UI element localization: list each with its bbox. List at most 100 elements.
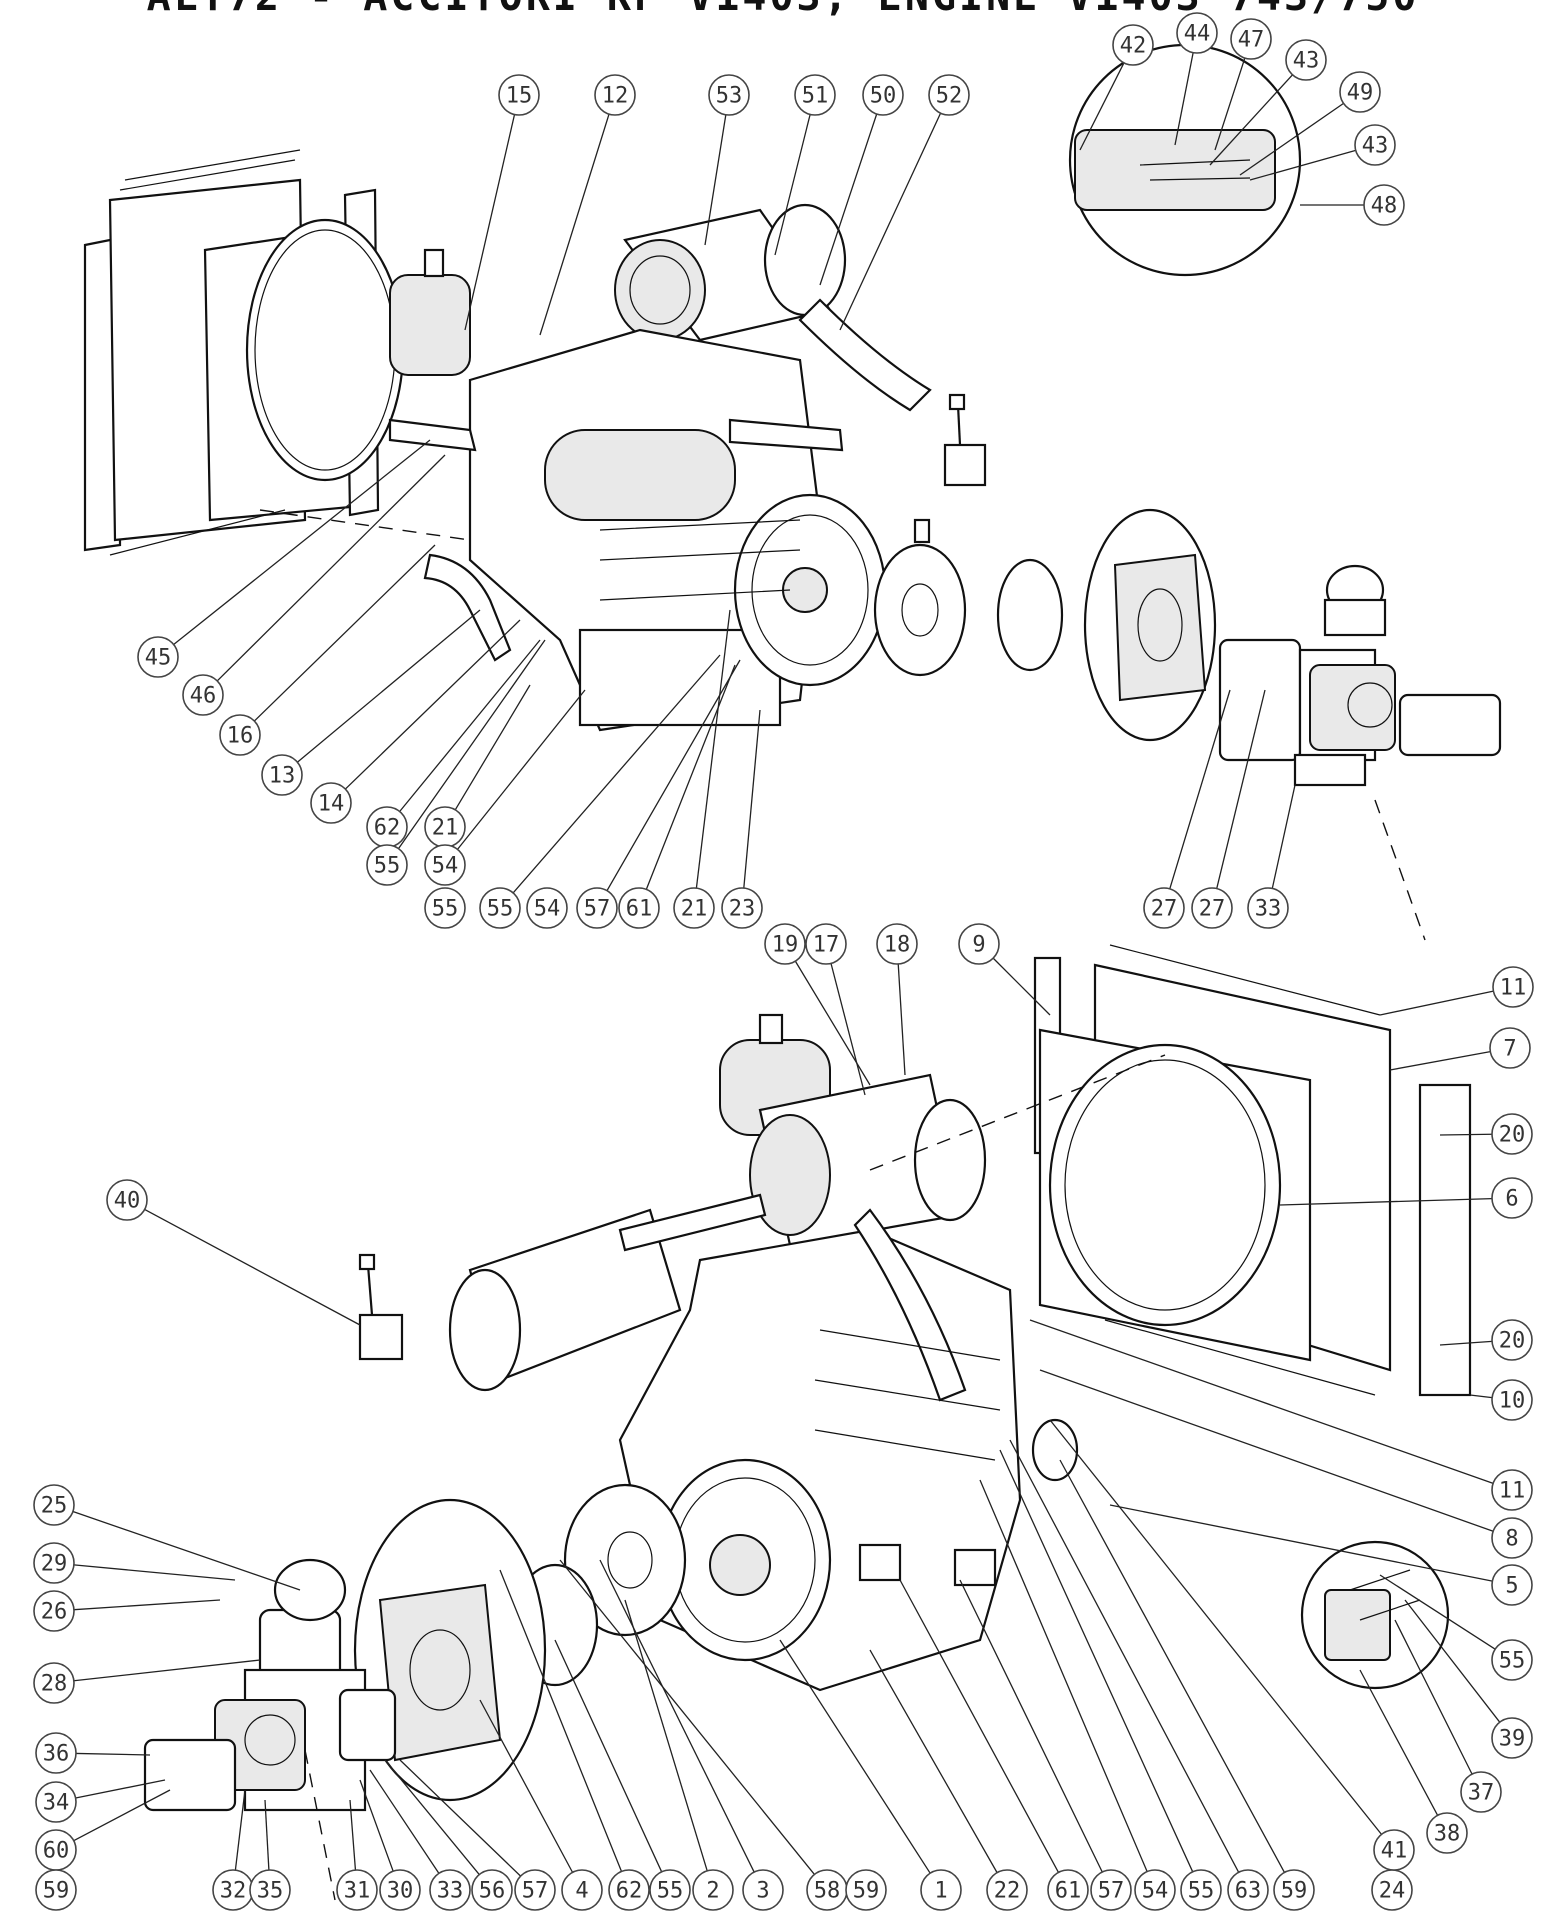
bottom-muffler: [448, 1193, 767, 1392]
callout-circle: [618, 887, 660, 929]
leader-line: [344, 619, 521, 790]
leader-line: [399, 1759, 522, 1877]
leader-line: [1109, 1504, 1493, 1582]
callout-3: 3: [742, 1869, 784, 1911]
leader-line: [72, 1510, 301, 1591]
leader-line: [1279, 1197, 1493, 1206]
leader-line: [1271, 784, 1296, 889]
leader-line: [399, 639, 541, 812]
callout-circle: [1489, 1027, 1531, 1069]
leader-line: [979, 1479, 1148, 1872]
callout-number: 51: [802, 84, 829, 109]
callout-62: 62: [608, 1869, 650, 1911]
callout-58: 58: [806, 1869, 848, 1911]
callout-number: 1: [934, 1879, 947, 1904]
leader-line: [743, 709, 761, 889]
callout-number: 63: [1235, 1879, 1262, 1904]
callout-circle: [1134, 1869, 1176, 1911]
callout-29: 29: [33, 1542, 75, 1584]
callout-number: 45: [145, 646, 172, 671]
leader-line: [397, 639, 546, 850]
callout-57: 57: [1090, 1869, 1132, 1911]
callout-circle: [742, 1869, 784, 1911]
callout-number: 11: [1500, 976, 1527, 1001]
callout-number: 22: [994, 1879, 1021, 1904]
leader-line: [830, 963, 866, 1096]
callout-15: 15: [498, 74, 540, 116]
callout-number: 55: [487, 897, 514, 922]
leader-line: [1059, 1459, 1286, 1873]
callout-circle: [692, 1869, 734, 1911]
callout-57: 57: [514, 1869, 556, 1911]
leader-line: [999, 1449, 1194, 1873]
bottom-coupling-parts: [353, 1483, 687, 1802]
callout-number: 38: [1434, 1822, 1461, 1847]
callout-6: 6: [1491, 1177, 1533, 1219]
leader-line: [1359, 1669, 1439, 1816]
callout-number: 52: [936, 84, 963, 109]
leader-line: [554, 1639, 663, 1873]
callout-1: 1: [920, 1869, 962, 1911]
callout-40: 40: [106, 1179, 148, 1221]
callout-number: 7: [1503, 1037, 1516, 1062]
callout-20: 20: [1491, 1319, 1533, 1361]
callout-circle: [424, 844, 466, 886]
leader-line: [349, 1799, 357, 1871]
callout-56: 56: [471, 1869, 513, 1911]
callout-number: 57: [584, 897, 611, 922]
callout-46: 46: [182, 674, 224, 716]
top-detail-circle: [1068, 43, 1302, 277]
callout-circle: [1491, 1113, 1533, 1155]
callout-number: 25: [41, 1494, 68, 1519]
leader-line: [296, 609, 481, 763]
leader-line: [1039, 1369, 1494, 1532]
callout-number: 12: [602, 84, 629, 109]
callout-21: 21: [673, 887, 715, 929]
callout-circle: [845, 1869, 887, 1911]
leader-line: [695, 609, 731, 889]
callout-number: 14: [318, 792, 345, 817]
leader-line: [992, 957, 1051, 1016]
leader-line: [1049, 1419, 1383, 1835]
callout-number: 43: [1362, 134, 1389, 159]
callout-number: 17: [813, 933, 840, 958]
callout-61: 61: [1047, 1869, 1089, 1911]
callout-25: 25: [33, 1484, 75, 1526]
callout-number: 46: [190, 684, 217, 709]
callout-circle: [1373, 1829, 1415, 1871]
callout-53: 53: [708, 74, 750, 116]
callout-26: 26: [33, 1590, 75, 1632]
leader-line: [1389, 1050, 1491, 1071]
callout-number: 49: [1347, 81, 1374, 106]
callout-circle: [1491, 1177, 1533, 1219]
callout-number: 41: [1381, 1839, 1408, 1864]
callout-number: 55: [1188, 1879, 1215, 1904]
leader-line: [1216, 689, 1266, 889]
callout-number: 56: [479, 1879, 506, 1904]
callout-number: 29: [41, 1552, 68, 1577]
callout-59: 59: [35, 1869, 77, 1911]
callout-43: 43: [1285, 39, 1327, 81]
callout-49: 49: [1339, 71, 1381, 113]
callout-44: 44: [1176, 12, 1218, 54]
leader-line: [606, 659, 741, 891]
leader-line: [624, 1599, 708, 1872]
callout-33: 33: [429, 1869, 471, 1911]
callout-number: 58: [814, 1879, 841, 1904]
callout-circle: [862, 74, 904, 116]
leader-line: [1439, 1133, 1493, 1136]
leader-line: [645, 664, 736, 890]
leader-line: [1439, 1340, 1493, 1346]
leader-line: [454, 684, 531, 811]
callout-number: 57: [522, 1879, 549, 1904]
callout-circle: [794, 74, 836, 116]
callout-number: 44: [1184, 22, 1211, 47]
callout-circle: [424, 887, 466, 929]
callout-11: 11: [1491, 1469, 1533, 1511]
callout-circle: [576, 887, 618, 929]
callout-number: 10: [1499, 1389, 1526, 1414]
callout-55: 55: [424, 887, 466, 929]
callout-55: 55: [479, 887, 521, 929]
callout-13: 13: [261, 754, 303, 796]
